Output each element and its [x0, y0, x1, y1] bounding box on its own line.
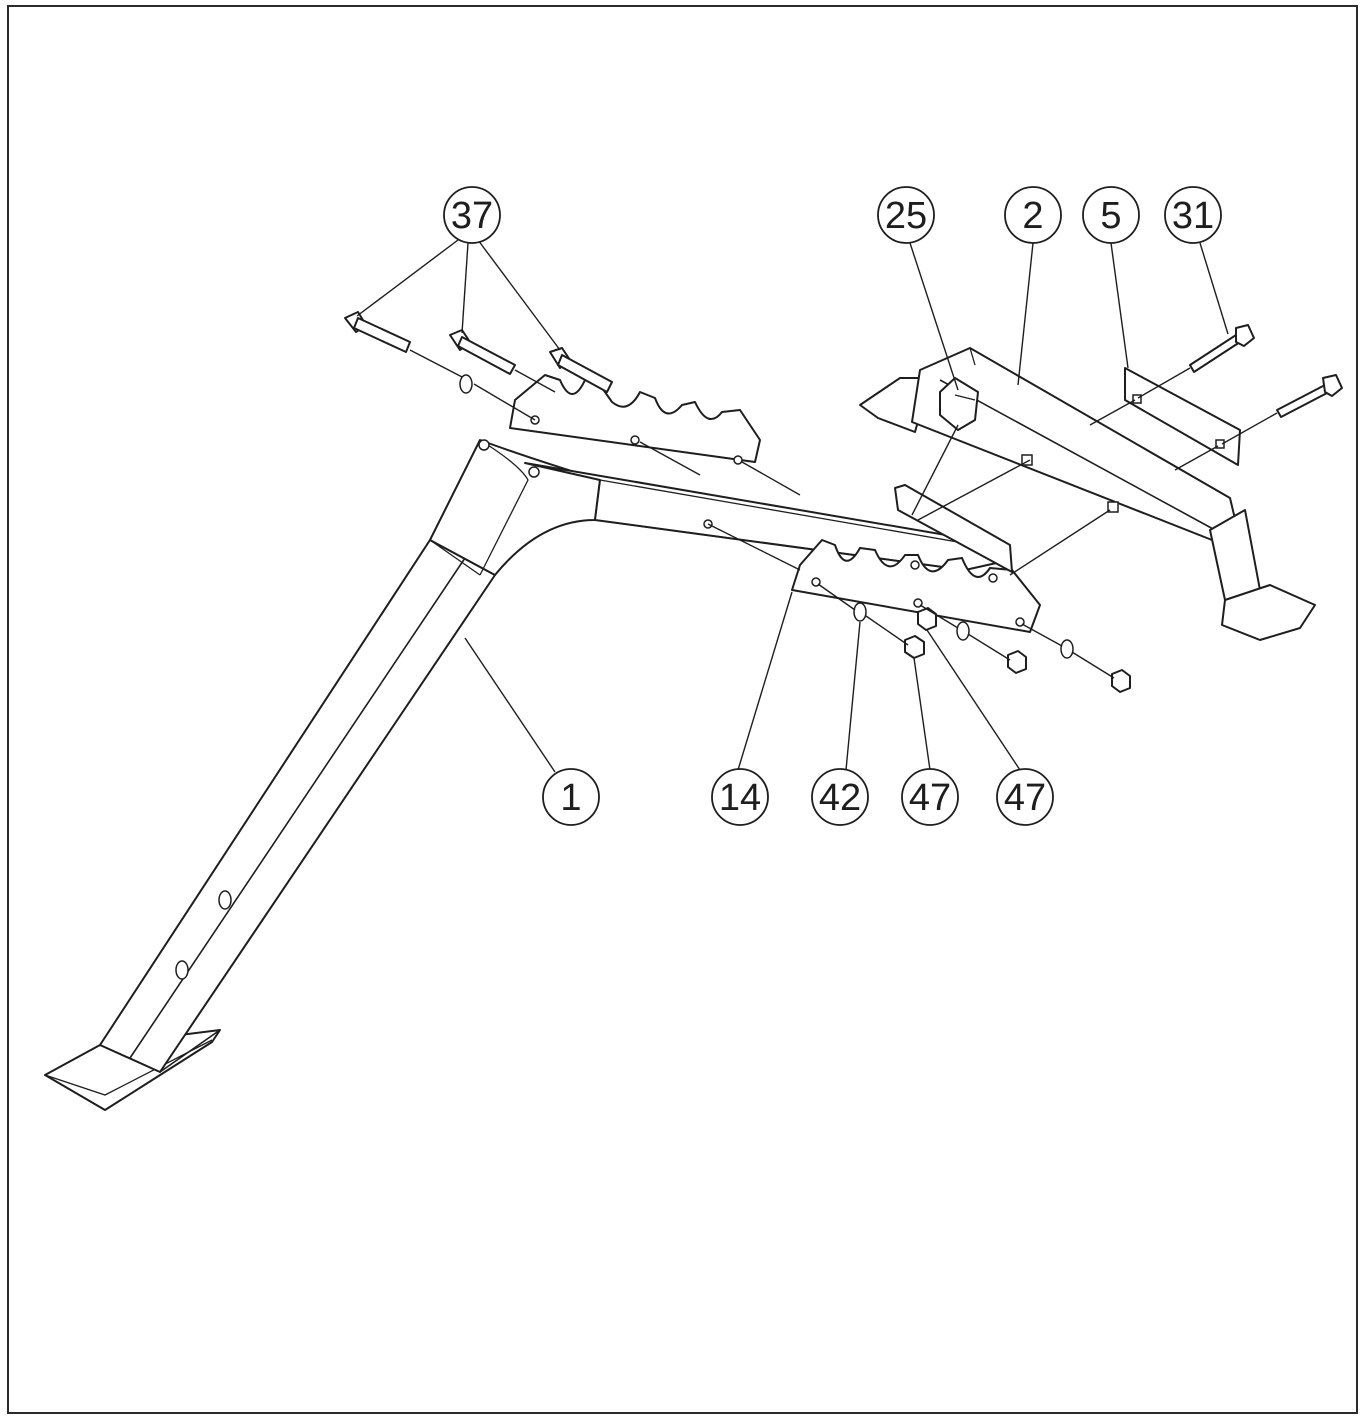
callout-25: 25 — [877, 186, 935, 244]
end-cap-part — [939, 377, 979, 431]
callout-14: 14 — [711, 768, 769, 826]
washer — [459, 374, 473, 394]
callout-label: 47 — [1004, 777, 1046, 819]
callout-label: 1 — [560, 777, 581, 819]
bolt — [549, 347, 613, 393]
bolts-37 — [344, 311, 801, 496]
backing-plate-part — [1124, 367, 1241, 466]
bolt — [449, 329, 516, 375]
callout-label: 37 — [451, 195, 493, 237]
callout-47-left: 47 — [901, 768, 959, 826]
leg-frame-part — [44, 439, 1011, 1111]
washer — [956, 621, 970, 641]
callout-label: 25 — [885, 195, 927, 237]
bolts-31 — [1137, 324, 1343, 445]
callout-47-right: 47 — [996, 768, 1054, 826]
callout-31: 31 — [1164, 186, 1222, 244]
bolt — [344, 311, 411, 353]
callout-leaders — [356, 239, 1229, 773]
callout-2: 2 — [1004, 186, 1062, 244]
callout-label: 31 — [1172, 195, 1214, 237]
callout-5: 5 — [1082, 186, 1140, 244]
callout-1: 1 — [542, 768, 600, 826]
callout-label: 5 — [1100, 195, 1121, 237]
nut — [1007, 650, 1027, 674]
nut — [1111, 669, 1131, 693]
upper-channel-part — [859, 347, 1316, 641]
washer — [853, 602, 867, 622]
nut — [917, 607, 937, 631]
drawing-frame — [7, 5, 1358, 1414]
bolt — [1276, 374, 1343, 418]
callout-label: 14 — [719, 777, 761, 819]
bolt — [1189, 324, 1255, 373]
callout-37: 37 — [443, 186, 501, 244]
callout-label: 2 — [1022, 195, 1043, 237]
washers-and-nuts — [707, 399, 1219, 693]
lower-bracket-part — [791, 539, 1041, 633]
callout-42: 42 — [811, 768, 869, 826]
callout-label: 42 — [819, 777, 861, 819]
callout-label: 47 — [909, 777, 951, 819]
washer — [1060, 639, 1074, 659]
nut — [904, 635, 925, 659]
